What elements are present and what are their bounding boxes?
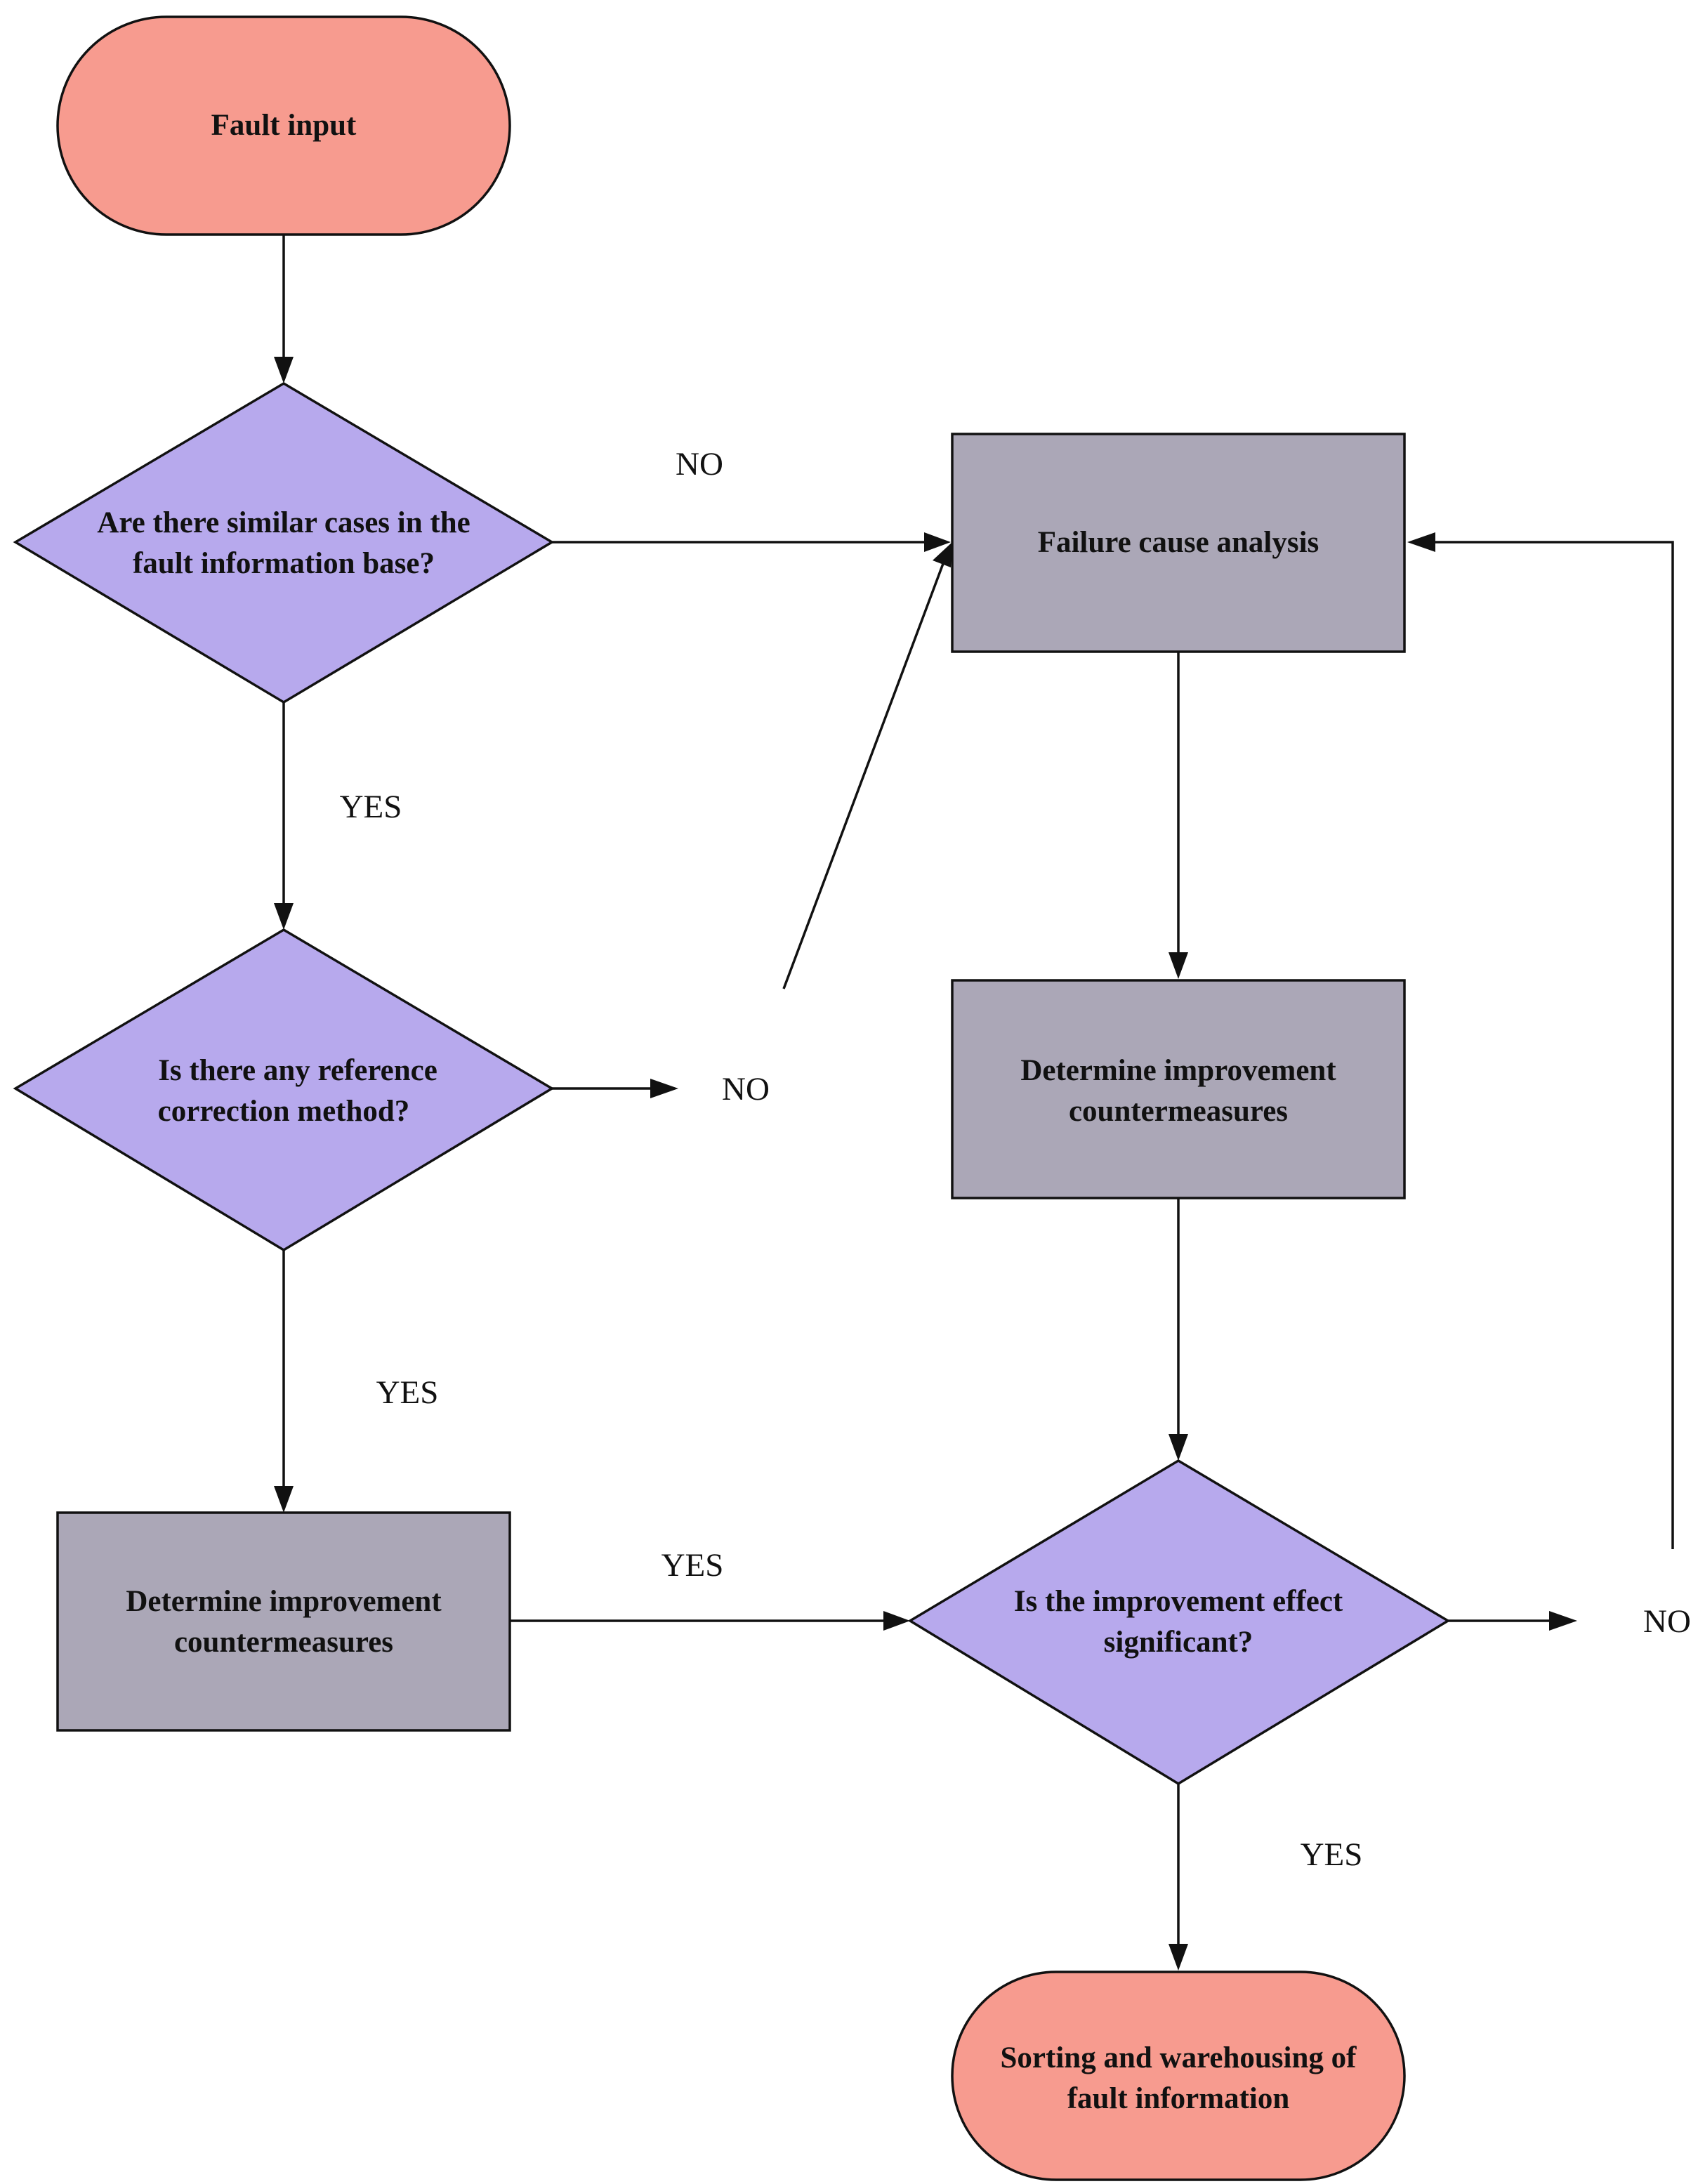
node-countermeasures-right: Determine improvement countermeasures [951, 979, 1406, 1199]
node-sorting-warehousing: Sorting and warehousing of fault informa… [951, 1971, 1406, 2181]
process-shape [951, 433, 1406, 653]
node-countermeasures-left: Determine improvement countermeasures [56, 1511, 511, 1732]
fault-input-label: Fault input [211, 109, 357, 142]
countermeasures-right-line1: Determine improvement [1020, 1054, 1336, 1087]
terminal-shape [56, 15, 511, 236]
label-effect-no: NO [1643, 1603, 1691, 1640]
countermeasures-left-line2: countermeasures [174, 1626, 393, 1659]
terminal-shape [951, 1971, 1406, 2181]
similar-cases-label-line2: fault information base? [133, 547, 435, 580]
failure-cause-label: Failure cause analysis [1038, 526, 1319, 559]
edge-labels: NO YES NO YES YES NO YES [340, 446, 1691, 1873]
edges [274, 235, 1674, 1971]
effect-significant-line2: significant? [1104, 1626, 1253, 1659]
arrowhead-effect-no-loop [1407, 532, 1435, 552]
process-shape [951, 979, 1406, 1199]
node-reference-method-decision: Is there any reference correction method… [13, 928, 555, 1252]
edge-effect-no-loop [1433, 541, 1674, 1549]
arrowhead-failure-to-countermeasures [1169, 952, 1188, 979]
label-reference-method-yes: YES [376, 1374, 439, 1411]
node-effect-significant-decision: Is the improvement effect significant? [907, 1459, 1451, 1786]
arrowhead-reference-method-yes [274, 1486, 294, 1513]
edge-reference-no-to-failure-analysis [782, 561, 945, 989]
node-failure-cause-analysis: Failure cause analysis [951, 433, 1406, 653]
countermeasures-right-line2: countermeasures [1069, 1095, 1288, 1128]
label-similar-cases-no: NO [676, 446, 723, 482]
decision-shape [907, 1459, 1451, 1786]
arrowhead-similar-cases-no [924, 532, 951, 552]
arrowhead-effect-no [1549, 1611, 1577, 1631]
reference-method-label-line1: Is there any reference [158, 1054, 437, 1087]
arrowhead-effect-yes [1169, 1944, 1188, 1971]
label-effect-yes: YES [1301, 1836, 1363, 1873]
label-similar-cases-yes: YES [340, 789, 402, 825]
arrowhead-reference-method-no [650, 1079, 678, 1098]
countermeasures-left-line1: Determine improvement [126, 1585, 442, 1618]
label-reference-method-no: NO [722, 1071, 770, 1107]
decision-shape [13, 928, 555, 1252]
sorting-warehousing-line2: fault information [1067, 2082, 1290, 2115]
node-similar-cases-decision: Are there similar cases in the fault inf… [13, 381, 555, 704]
arrowhead-reference-no-to-failure-analysis [933, 542, 952, 567]
similar-cases-label-line1: Are there similar cases in the [97, 506, 470, 539]
decision-shape [13, 381, 555, 704]
reference-method-label-line2: correction method? [158, 1095, 410, 1128]
process-shape [56, 1511, 511, 1732]
sorting-warehousing-line1: Sorting and warehousing of [1001, 2041, 1357, 2074]
effect-significant-line1: Is the improvement effect [1014, 1585, 1343, 1618]
arrowhead-countermeasures-to-effect-right [1169, 1434, 1188, 1461]
node-fault-input: Fault input [56, 15, 511, 236]
arrowhead-similar-cases-yes [274, 903, 294, 930]
label-yes-to-effect: YES [661, 1547, 724, 1584]
arrowhead-input-to-similar-cases [274, 357, 294, 383]
arrowhead-countermeasures-to-effect [883, 1611, 910, 1631]
